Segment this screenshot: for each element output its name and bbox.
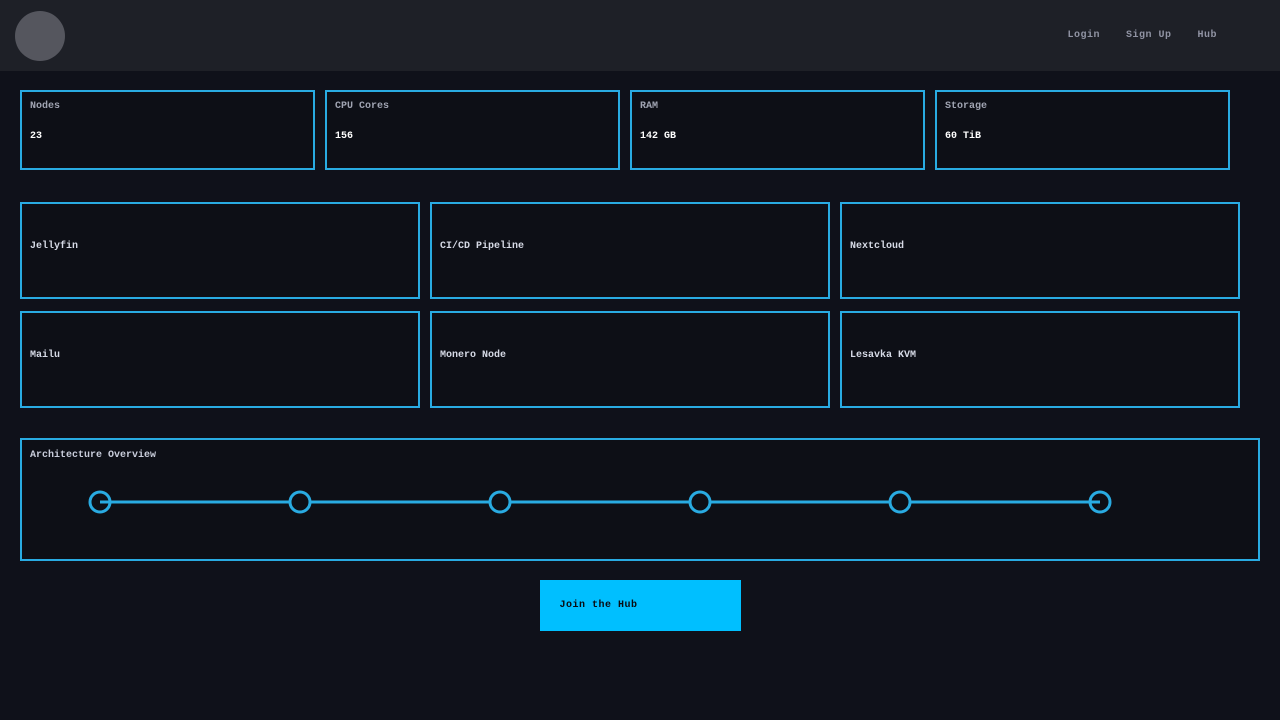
nav-links: Login Sign Up Hub xyxy=(1067,30,1217,41)
service-card-mailu: Mailu xyxy=(20,311,420,408)
architecture-title: Architecture Overview xyxy=(30,450,157,461)
service-card-lesavka-kvm: Lesavka KVM xyxy=(840,311,1240,408)
service-title: Lesavka KVM xyxy=(850,350,917,361)
diagram-node xyxy=(888,490,912,514)
service-card-jellyfin: Jellyfin xyxy=(20,202,420,299)
stat-card-ram: RAM 142 GB xyxy=(630,90,925,170)
service-title: CI/CD Pipeline xyxy=(440,241,525,252)
service-card-monero-node: Monero Node xyxy=(430,311,830,408)
stats-row: Nodes 23 CPU Cores 156 RAM 142 GB Storag… xyxy=(20,90,1260,170)
nav-link-signup[interactable]: Sign Up xyxy=(1125,30,1172,41)
service-title: Monero Node xyxy=(440,350,507,361)
stat-card-cpu-cores: CPU Cores 156 xyxy=(325,90,620,170)
stat-value: 23 xyxy=(30,131,43,142)
avatar[interactable] xyxy=(15,10,65,61)
service-title: Nextcloud xyxy=(850,241,905,252)
stat-label: RAM xyxy=(640,101,659,112)
diagram-node xyxy=(488,490,512,514)
stat-card-nodes: Nodes 23 xyxy=(20,90,315,170)
nav-link-hub[interactable]: Hub xyxy=(1197,30,1217,41)
main-content: Nodes 23 CPU Cores 156 RAM 142 GB Storag… xyxy=(0,90,1280,631)
stat-label: Nodes xyxy=(30,101,61,112)
stat-value: 142 GB xyxy=(640,131,677,142)
stat-label: Storage xyxy=(945,101,988,112)
nav-link-login[interactable]: Login xyxy=(1067,30,1100,41)
architecture-panel: Architecture Overview xyxy=(20,438,1260,561)
stat-value: 60 TiB xyxy=(945,131,982,142)
diagram-node xyxy=(288,490,312,514)
service-title: Jellyfin xyxy=(30,241,79,252)
service-card-cicd-pipeline: CI/CD Pipeline xyxy=(430,202,830,299)
diagram-node xyxy=(688,490,712,514)
architecture-diagram xyxy=(88,490,1112,514)
service-title: Mailu xyxy=(30,350,61,361)
stat-value: 156 xyxy=(335,131,354,142)
stat-card-storage: Storage 60 TiB xyxy=(935,90,1230,170)
service-card-nextcloud: Nextcloud xyxy=(840,202,1240,299)
services-grid: Jellyfin CI/CD Pipeline Nextcloud Mailu … xyxy=(20,202,1260,408)
stat-label: CPU Cores xyxy=(335,101,390,112)
join-hub-button[interactable]: Join the Hub xyxy=(539,580,741,631)
navbar: Login Sign Up Hub xyxy=(0,0,1280,71)
